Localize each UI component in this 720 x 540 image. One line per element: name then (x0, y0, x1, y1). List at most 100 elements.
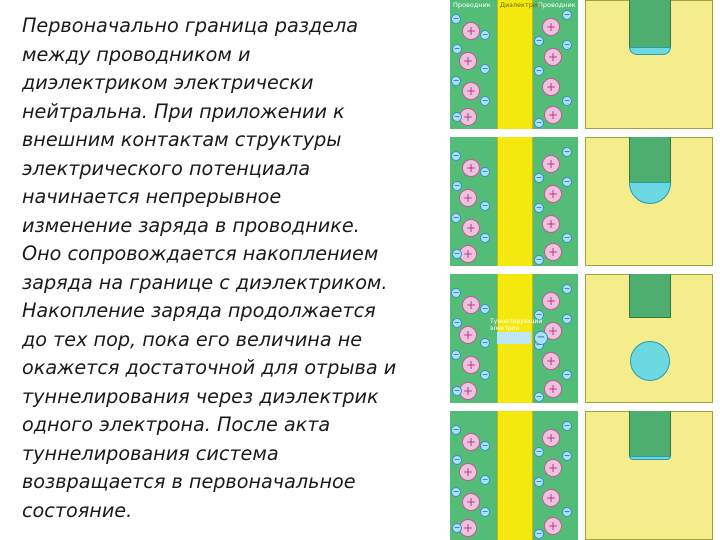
electron: − (451, 14, 461, 24)
electron: − (451, 151, 461, 161)
electron: − (452, 318, 462, 328)
positive-ion: + (462, 22, 480, 40)
text-line: Первоначально граница раздела (22, 14, 358, 37)
dielectric-layer (497, 0, 533, 129)
accumulated-charge (629, 456, 671, 460)
right-conductor-label: Проводник (538, 1, 576, 9)
positive-ion: + (542, 18, 560, 36)
positive-ion: + (462, 159, 480, 177)
text-line: до тех пор, пока его величина не (22, 327, 363, 351)
positive-ion: + (459, 326, 477, 344)
left-conductor-label: Проводник (453, 1, 491, 9)
dielectric-layer (497, 137, 533, 266)
positive-ion: + (462, 356, 480, 374)
conductor-column (629, 0, 671, 48)
electron: − (562, 10, 572, 20)
electron: − (480, 370, 490, 380)
text-line: внешним контактам структуры (22, 128, 342, 151)
electron: − (452, 44, 462, 54)
electron: − (562, 177, 572, 187)
dielectric-label: Диэлектрик (500, 1, 542, 9)
positive-ion: + (544, 459, 562, 477)
cross-section-panel: ++++++++−−−−−−−−−−−−− (450, 137, 578, 266)
text-line: диэлектриком электрически (22, 71, 314, 94)
text-line: Оно сопровождается накоплением (22, 242, 379, 265)
positive-ion: + (542, 352, 560, 370)
electron: − (480, 507, 490, 517)
electron: − (451, 213, 461, 223)
electron: − (480, 475, 490, 485)
cross-section-panel: ++++++++−−−−−−−−−−−−−Туннелирующий элект… (450, 274, 578, 403)
electron: − (562, 451, 572, 461)
electron: − (480, 201, 490, 211)
cross-section-panel: ++++++++−−−−−−−−−−−−− (450, 411, 578, 540)
positive-ion: + (462, 433, 480, 451)
electron: − (451, 425, 461, 435)
electron: − (534, 477, 544, 487)
electron: − (480, 441, 490, 451)
electron: − (452, 112, 462, 122)
electron: − (451, 288, 461, 298)
text-line: состояние. (22, 498, 133, 522)
positive-ion: + (544, 380, 562, 398)
electron: − (562, 370, 572, 380)
electron: − (480, 167, 490, 177)
text-line: одного электрона. После акта (22, 413, 331, 436)
charge-state-panel (585, 411, 713, 540)
positive-ion: + (542, 429, 560, 447)
electron: − (480, 30, 490, 40)
charge-state-panel (585, 274, 713, 403)
electron: − (562, 233, 572, 243)
electron: − (452, 523, 462, 533)
electron: − (451, 76, 461, 86)
electron: − (480, 304, 490, 314)
electron: − (534, 310, 544, 320)
tunneling-electron: − (534, 331, 548, 345)
text-line: возвращается в первоначальное (22, 470, 356, 493)
positive-ion: + (462, 219, 480, 237)
text-line: между проводником и (22, 42, 251, 66)
positive-ion: + (542, 489, 560, 507)
positive-ion: + (462, 493, 480, 511)
electron: − (562, 421, 572, 431)
electron: − (534, 118, 544, 128)
text-line: электрического потенциала (22, 156, 311, 180)
electron: − (534, 392, 544, 402)
electron: − (562, 314, 572, 324)
text-line: Накопление заряда продолжается (22, 299, 376, 322)
positive-ion: + (462, 296, 480, 314)
electron: − (562, 40, 572, 50)
conductor-column (629, 274, 671, 318)
description-paragraph: Первоначально граница раздела между пров… (22, 12, 452, 525)
electron: − (534, 66, 544, 76)
electron: − (452, 181, 462, 191)
electron: − (534, 255, 544, 265)
electron: − (451, 350, 461, 360)
positive-ion: + (544, 185, 562, 203)
positive-ion: + (544, 517, 562, 535)
positive-ion: + (459, 463, 477, 481)
positive-ion: + (459, 52, 477, 70)
accumulated-charge (629, 47, 671, 55)
positive-ion: + (462, 82, 480, 100)
dielectric-layer (497, 411, 533, 540)
positive-ion: + (542, 292, 560, 310)
electron: − (562, 147, 572, 157)
text-line: изменение заряда в проводнике. (22, 213, 360, 237)
tunneling-band (497, 332, 531, 344)
tunneling-electron-label: Туннелирующий электрон (490, 318, 543, 332)
electron: − (480, 233, 490, 243)
charge-state-panel (585, 0, 713, 129)
positive-ion: + (542, 215, 560, 233)
text-line: начинается непрерывное (22, 185, 282, 208)
accumulated-charge (629, 182, 671, 204)
electron: − (562, 96, 572, 106)
electron: − (480, 338, 490, 348)
electron: − (562, 507, 572, 517)
electron: − (562, 284, 572, 294)
charge-state-panel (585, 137, 713, 266)
accumulated-charge (630, 341, 670, 381)
text-line: туннелирования система (22, 441, 279, 465)
electron: − (480, 96, 490, 106)
